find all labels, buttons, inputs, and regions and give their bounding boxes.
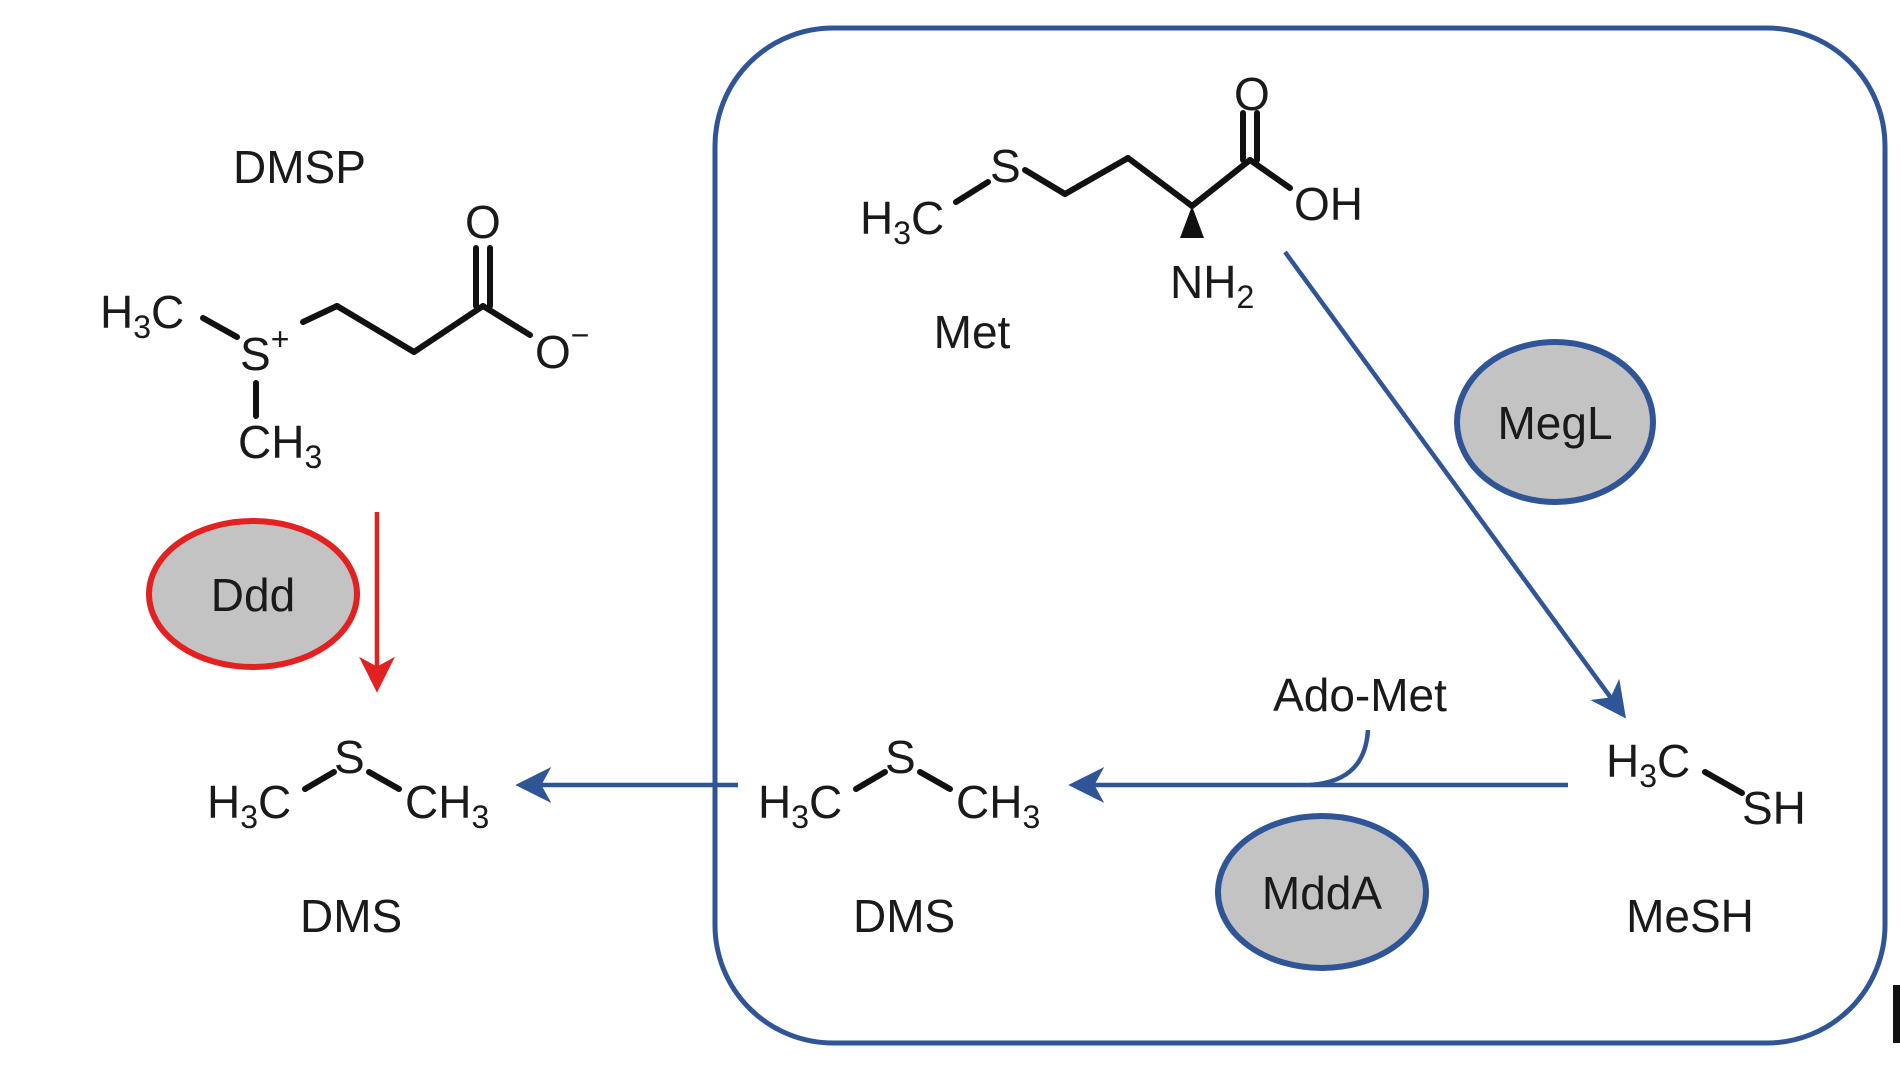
dms-outside-bond [366,769,402,792]
met-bond [953,179,991,205]
dmsp-bond [480,303,533,338]
met-h3c: H3C [860,192,944,251]
mesh-bond [1702,769,1745,796]
met-nh2: NH2 [1170,256,1254,315]
mdda-enzyme [1215,813,1429,971]
mdda-label: MddA [1262,867,1382,919]
mesh-sh: SH [1742,782,1806,834]
mesh-structure: H3C SH MeSH [1606,735,1806,942]
met-s: S [990,140,1021,192]
met-oh: OH [1294,178,1363,230]
megl-reaction-arrow [1283,250,1626,719]
dmsp-bond [411,303,486,355]
dms-outside-s: S [334,731,365,783]
dms-inside-bond [853,769,888,792]
cell-boundary [712,25,1888,1046]
megl-label: MegL [1497,397,1612,449]
met-bond [1247,157,1293,191]
dmsp-carbonyl-o: O [465,196,501,248]
met-bond [1189,157,1253,209]
dmsp-bond [334,303,417,355]
dms-inside-label: DMS [853,890,955,942]
adomet-label: Ado-Met [1273,669,1447,721]
met-bond [1125,155,1195,209]
dmsp-structure: DMSP H3C S+ O O− CH3 [100,141,589,475]
mesh-label: MeSH [1626,890,1754,942]
dms-outside-bond [302,769,337,792]
met-bond [1022,167,1068,197]
dms-inside-ch3: CH3 [956,776,1040,835]
ddd-label: Ddd [211,569,295,621]
dmsp-label: DMSP [233,141,366,193]
dmsp-h3c-label: H3C [100,286,184,345]
dmsp-bond [300,303,340,325]
met-carbonyl-o: O [1234,68,1270,120]
dms-outside-label: DMS [300,890,402,942]
ddd-enzyme [146,518,360,670]
dmsp-bond [200,315,240,340]
dms-outside-structure: H3C S CH3 DMS [207,731,489,942]
megl-enzyme [1454,339,1656,505]
dms-inside-bond [917,769,953,792]
dmsp-ch3-label: CH3 [238,416,322,475]
edge-mark [1893,985,1900,1043]
met-label: Met [934,306,1011,358]
met-bond [1062,155,1131,197]
met-structure: H3C S O OH NH2 Met [860,68,1363,358]
dms-inside-s: S [885,731,916,783]
mesh-h3c: H3C [1606,735,1690,794]
dms-inside-structure: H3C S CH3 DMS [758,731,1040,942]
dms-inside-h3c: H3C [758,776,842,835]
dmsp-sulfonium-label: S+ [240,321,289,380]
dms-outside-ch3: CH3 [405,776,489,835]
adomet-cofactor-curve [1309,729,1371,788]
met-wedge-bond [1180,206,1204,238]
dmsp-carboxylate-o: O− [535,317,589,378]
dms-outside-h3c: H3C [207,776,291,835]
